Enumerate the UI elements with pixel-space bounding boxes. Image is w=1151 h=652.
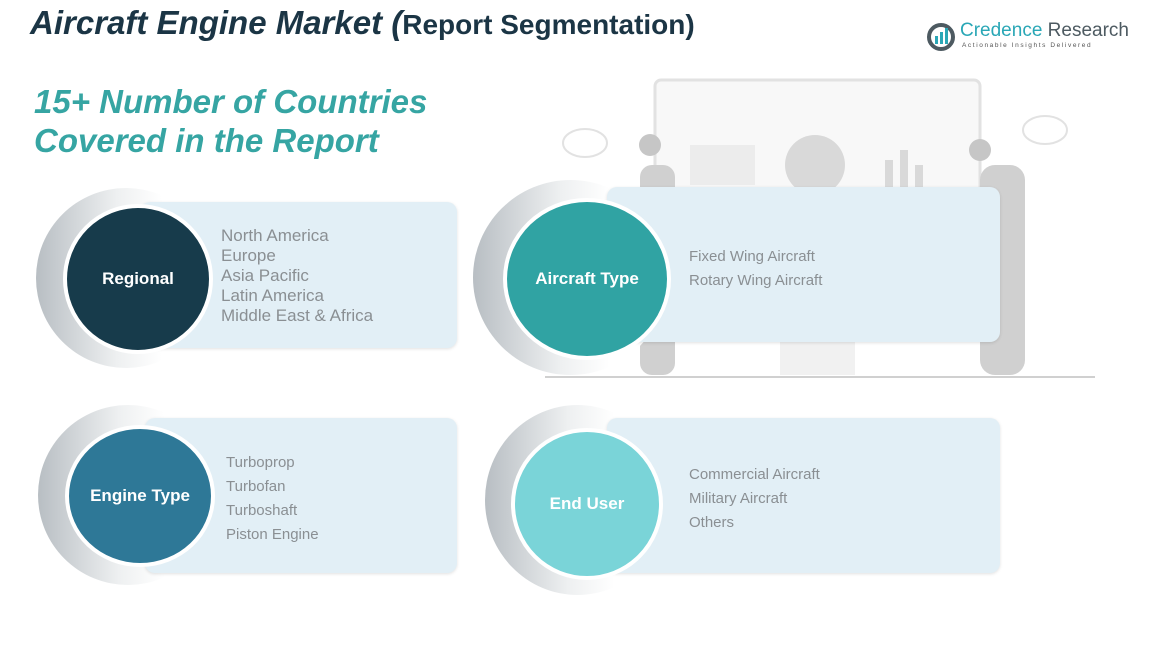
regional-circle: Regional xyxy=(63,204,213,354)
end-user-circle: End User xyxy=(511,428,663,580)
engine-type-circle: Engine Type xyxy=(65,425,215,567)
logo-chart-icon xyxy=(927,23,955,51)
page-title: Aircraft Engine Market (Report Segmentat… xyxy=(30,4,695,41)
aircraft-type-circle: Aircraft Type xyxy=(503,198,671,360)
